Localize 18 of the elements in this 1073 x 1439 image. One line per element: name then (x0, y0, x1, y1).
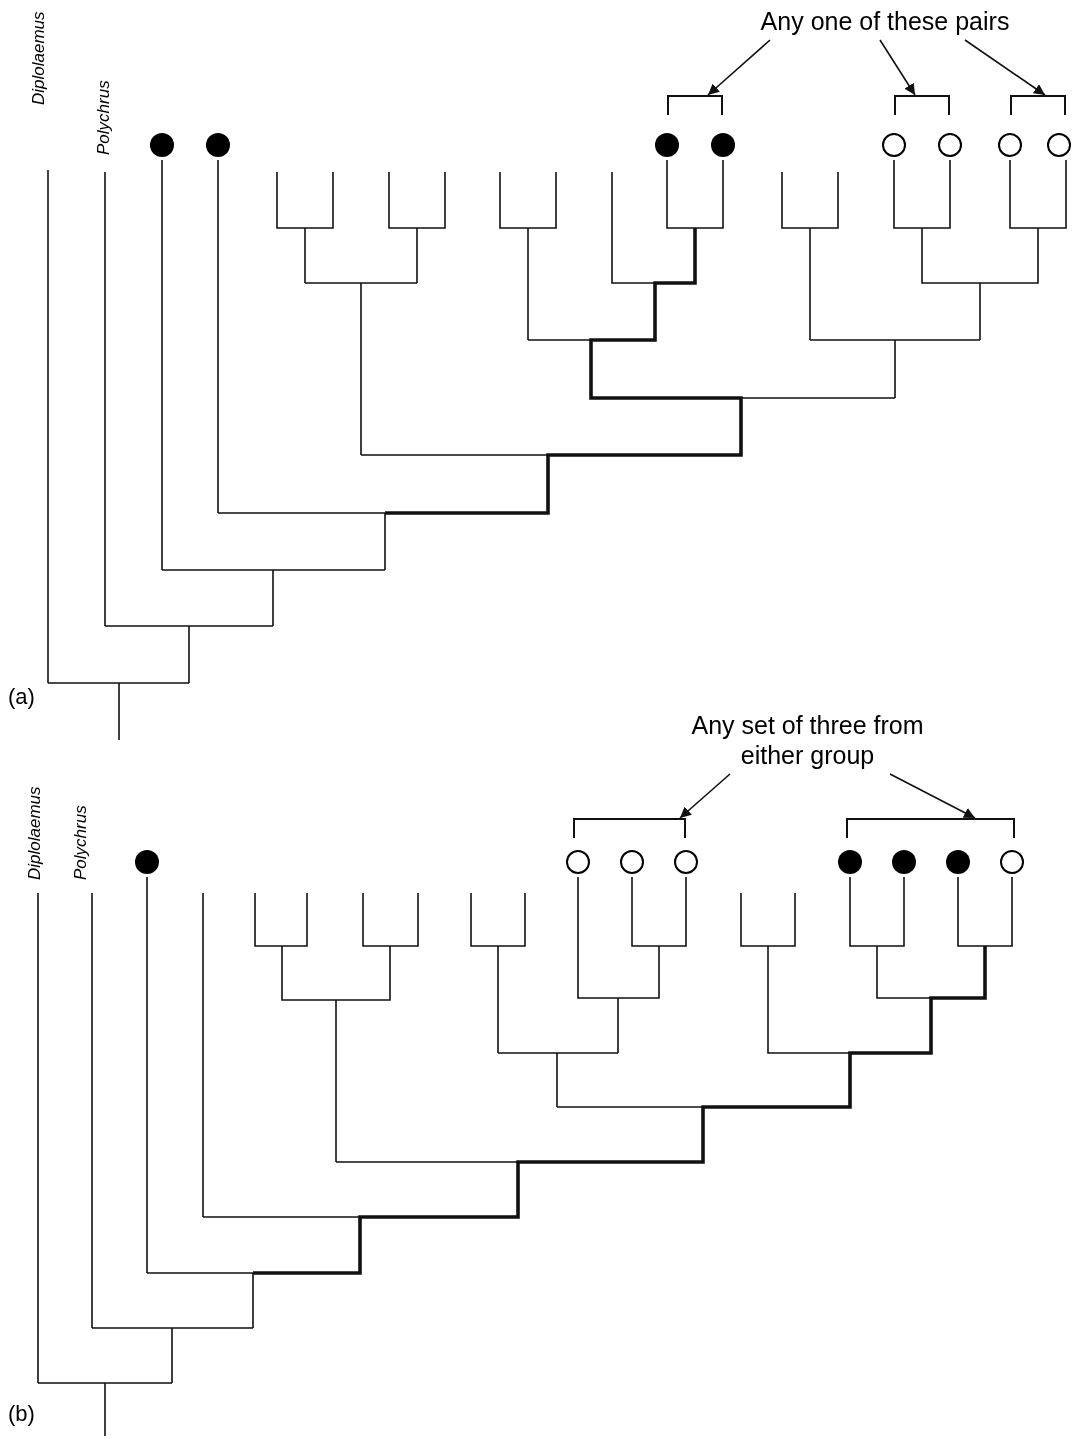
arrow (679, 773, 731, 819)
bracket (667, 95, 723, 115)
bracket (573, 818, 686, 838)
bracket (846, 818, 1015, 838)
arrow (889, 773, 976, 819)
arrow (879, 39, 916, 96)
bracket (1010, 95, 1066, 115)
panel-label: (a) (8, 686, 35, 708)
taxon-name: Polychrus (72, 805, 89, 880)
annotation-text: Any set of three from either group (670, 710, 945, 774)
taxon-name: Diplolaemus (30, 11, 47, 105)
arrow (707, 39, 771, 96)
taxon-name: Diplolaemus (26, 786, 43, 880)
bracket (894, 95, 950, 115)
arrow (964, 39, 1046, 96)
panel-label: (b) (8, 1403, 35, 1425)
taxon-name: Polychrus (95, 80, 112, 155)
annotation-text: Any one of these pairs (725, 6, 1045, 40)
